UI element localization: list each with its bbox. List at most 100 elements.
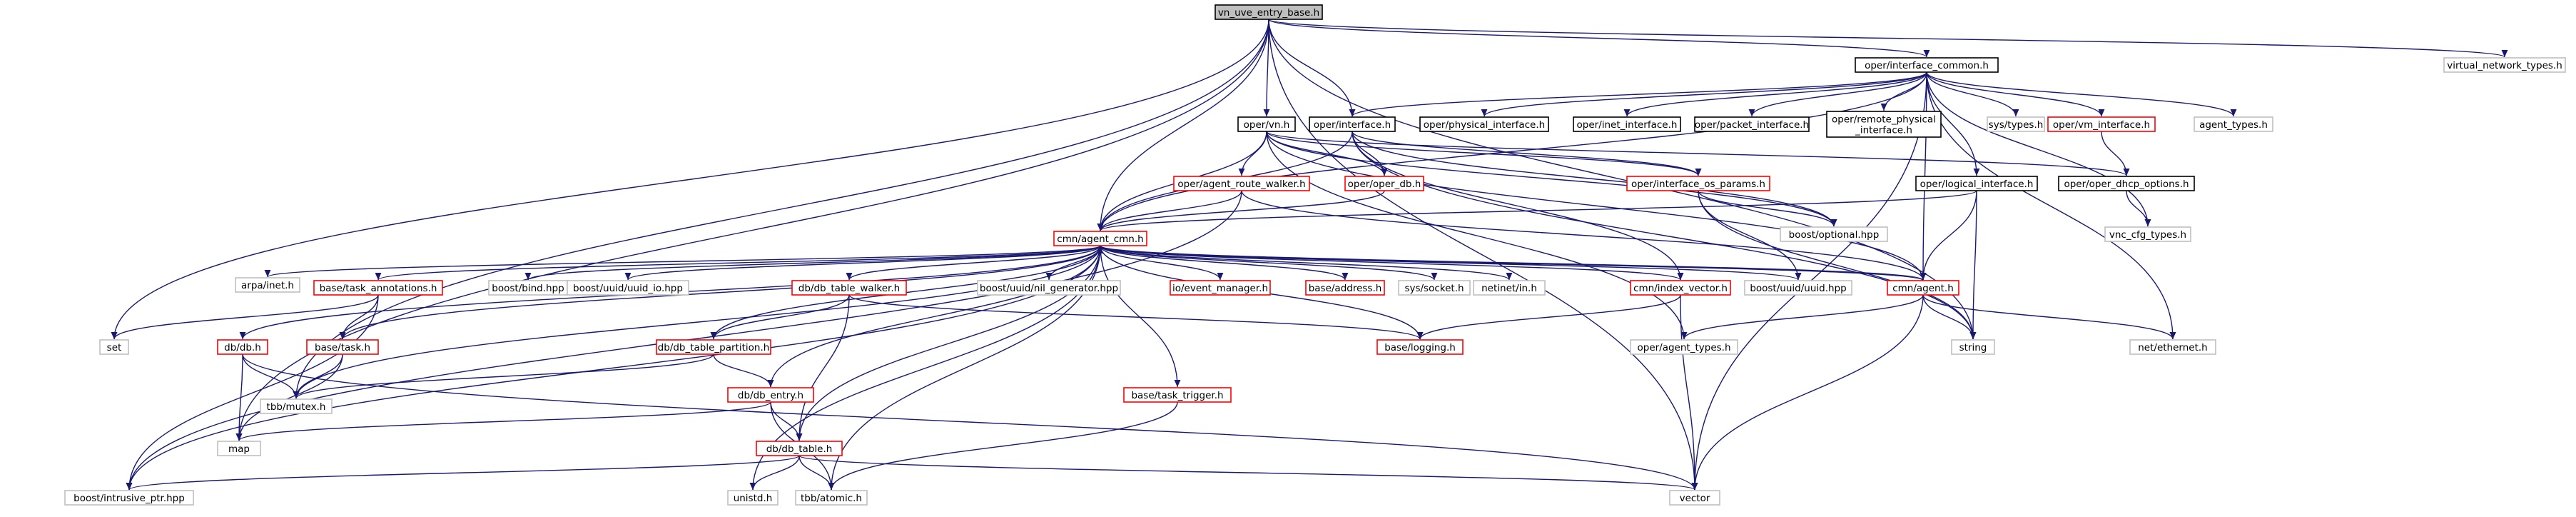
node-vector: vector <box>1669 490 1720 506</box>
node-cmn-agent[interactable]: cmn/agent.h <box>1887 280 1959 296</box>
node-oper-oper-dhcp-options[interactable]: oper/oper_dhcp_options.h <box>2058 176 2195 191</box>
node-label: boost/uuid/nil_generator.hpp <box>980 283 1118 294</box>
node-box <box>2058 176 2195 191</box>
node-vn-uve-entry-base[interactable]: vn_uve_entry_base.h <box>1215 4 1323 20</box>
node-boost-bind: boost/bind.hpp <box>488 280 568 296</box>
node-db-db[interactable]: db/db.h <box>217 339 268 355</box>
edge-cmn-agent-cmn-to-cmn-agent <box>1100 245 1926 281</box>
node-boost-intrusive-ptr: boost/intrusive_ptr.hpp <box>64 490 194 506</box>
node-label: unistd.h <box>734 493 773 504</box>
edge-oper-oper-db-to-cmn-agent-cmn <box>1097 190 1385 231</box>
edge-oper-vn-to-cmn-agent <box>1266 131 1927 281</box>
edge-db-db-to-map <box>235 353 243 441</box>
edge-cmn-agent-to-oper-agent-types <box>1680 294 1924 340</box>
node-db-db-table-walker[interactable]: db/db_table_walker.h <box>791 280 907 296</box>
edge-cmn-agent-cmn-to-sys-socket <box>1100 245 1438 281</box>
node-label: vn_uve_entry_base.h <box>1218 7 1319 19</box>
node-box <box>791 280 907 296</box>
node-box <box>1744 280 1852 296</box>
node-box <box>217 441 261 456</box>
node-label: netinet/in.h <box>1481 283 1537 294</box>
node-label: base/task.h <box>315 342 370 353</box>
node-box <box>1915 176 2038 191</box>
node-label: oper/oper_dhcp_options.h <box>2064 179 2189 190</box>
node-tbb-mutex: tbb/mutex.h <box>260 398 333 414</box>
node-box <box>1630 280 1731 296</box>
node-oper-inet-interface[interactable]: oper/inet_interface.h <box>1573 116 1681 132</box>
node-oper-physical-interface[interactable]: oper/physical_interface.h <box>1419 116 1549 132</box>
node-base-logging[interactable]: base/logging.h <box>1376 339 1464 355</box>
node-label: cmn/index_vector.h <box>1633 283 1728 294</box>
edge-base-task-annotations-to-boost-intrusive-ptr <box>126 294 379 491</box>
edge-oper-logical-interface-to-cmn-agent-cmn <box>1097 190 1977 231</box>
edge-db-db-table-partition-to-tbb-mutex <box>293 353 714 399</box>
node-box <box>1855 57 1999 73</box>
node-base-address[interactable]: base/address.h <box>1305 280 1385 296</box>
edge-cmn-agent-cmn-to-netinet-in <box>1100 245 1513 281</box>
node-label: db/db_table_partition.h <box>658 342 770 353</box>
node-db-db-entry[interactable]: db/db_entry.h <box>727 387 814 403</box>
edge-oper-interface-common-to-oper-vm-interface <box>1926 71 2105 117</box>
edge-oper-vn-to-oper-agent-route-walker <box>1238 131 1267 176</box>
node-box <box>1237 116 1296 132</box>
node-box <box>1826 111 1942 138</box>
edge-db-db-table-partition-to-db-db-entry <box>713 353 774 388</box>
node-label: oper/interface.h <box>1314 119 1391 131</box>
node-box <box>977 280 1121 296</box>
edge-cmn-agent-cmn-to-boost-uuid-uuid <box>1100 245 1802 281</box>
node-oper-interface-common[interactable]: oper/interface_common.h <box>1855 57 1999 73</box>
node-oper-logical-interface[interactable]: oper/logical_interface.h <box>1915 176 2038 191</box>
edge-cmn-agent-to-net-ethernet <box>1922 294 2176 340</box>
edge-db-db-table-walker-to-base-logging <box>848 294 1424 340</box>
node-label: cmn/agent_cmn.h <box>1057 234 1143 245</box>
node-box <box>217 339 268 355</box>
node-db-db-table[interactable]: db/db_table.h <box>756 441 843 456</box>
edge-oper-interface-common-to-vnc-cfg-types <box>1926 71 2151 227</box>
node-label: cmn/agent.h <box>1892 283 1954 294</box>
node-oper-interface[interactable]: oper/interface.h <box>1309 116 1396 132</box>
edge-base-task-to-map <box>235 353 343 441</box>
node-label: arpa/inet.h <box>241 280 294 291</box>
edge-cmn-agent-cmn-to-db-db-table-partition <box>710 245 1101 340</box>
edge-vn-uve-entry-base-to-map <box>235 19 1269 441</box>
node-box <box>1344 176 1424 191</box>
node-box <box>1398 280 1471 296</box>
edge-oper-interface-os-params-to-boost-optional <box>1698 190 1837 227</box>
node-box <box>1951 339 1995 355</box>
node-sys-socket: sys/socket.h <box>1398 280 1471 296</box>
edge-oper-vn-to-oper-oper-dhcp-options <box>1266 131 2130 176</box>
node-cmn-index-vector[interactable]: cmn/index_vector.h <box>1630 280 1731 296</box>
node-sys-types: sys/types.h <box>1987 116 2045 132</box>
node-agent-types: agent_types.h <box>2194 116 2273 132</box>
node-oper-interface-os-params[interactable]: oper/interface_os_params.h <box>1626 176 1770 191</box>
node-box <box>1305 280 1385 296</box>
node-box <box>260 398 333 414</box>
node-label: set <box>107 342 122 353</box>
edge-cmn-agent-cmn-to-tbb-mutex <box>293 245 1101 399</box>
node-netinet-in: netinet/in.h <box>1473 280 1546 296</box>
node-oper-oper-db[interactable]: oper/oper_db.h <box>1344 176 1424 191</box>
node-label: oper/vm_interface.h <box>2053 119 2150 131</box>
node-string: string <box>1951 339 1995 355</box>
node-base-task-annotations[interactable]: base/task_annotations.h <box>313 280 443 296</box>
node-oper-vm-interface[interactable]: oper/vm_interface.h <box>2047 116 2156 132</box>
edge-oper-interface-common-to-cmn-agent-cmn <box>1097 71 1927 231</box>
node-db-db-table-partition[interactable]: db/db_table_partition.h <box>656 339 771 355</box>
node-oper-vn[interactable]: oper/vn.h <box>1237 116 1296 132</box>
node-oper-remote-physical-interface[interactable]: oper/remote_physical_interface.h <box>1826 111 1942 138</box>
node-base-task-trigger[interactable]: base/task_trigger.h <box>1123 387 1232 403</box>
node-vnc-cfg-types: vnc_cfg_types.h <box>2104 226 2191 242</box>
node-label: boost/intrusive_ptr.hpp <box>73 493 185 504</box>
node-cmn-agent-cmn[interactable]: cmn/agent_cmn.h <box>1053 231 1147 246</box>
node-oper-packet-interface[interactable]: oper/packet_interface.h <box>1694 116 1810 132</box>
node-io-event-manager[interactable]: io/event_manager.h <box>1170 280 1271 296</box>
node-oper-agent-route-walker[interactable]: oper/agent_route_walker.h <box>1173 176 1310 191</box>
node-box <box>1630 339 1738 355</box>
node-label: db/db_table_walker.h <box>798 283 900 294</box>
node-box <box>306 339 379 355</box>
node-box <box>756 441 843 456</box>
node-label: tbb/mutex.h <box>267 401 326 413</box>
edge-oper-interface-to-string <box>1352 131 1977 340</box>
node-base-task[interactable]: base/task.h <box>306 339 379 355</box>
